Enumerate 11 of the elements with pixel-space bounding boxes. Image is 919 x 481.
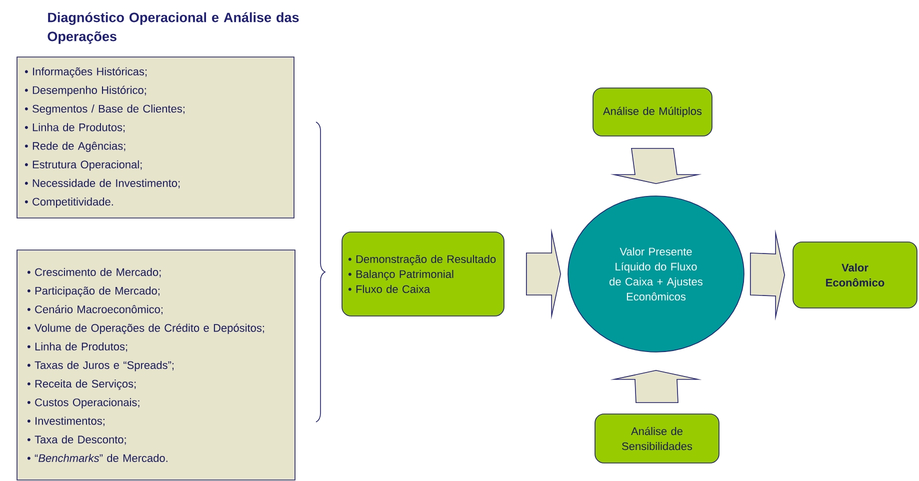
process-box: Análise de Sensibilidades [594, 414, 720, 464]
list-box: • Crescimento de Mercado; • Participação de Mercado; • Cenário Macroeconômico; • Volume de Operações de Crédito e Depósitos; • Linha de Produtos; • Taxas de Juros e “Spreads”; • Receita de Serviços; • Custos Operacionais; • Investimentos; • Taxa de Desconto; • “Benchmarks” de Mercado. [16, 250, 296, 480]
result-box: Valor Econômico [792, 242, 918, 308]
list-box: • Informações Históricas; • Desempenho Histórico; • Segmentos / Base de Clientes; • Linha de Produtos; • Rede de Agências; • Estrutura Operacional; • Necessidade de Investimento; • Competitividade. [16, 56, 294, 218]
block-arrow [610, 148, 702, 184]
process-box: Análise de Múltiplos [592, 88, 712, 136]
block-arrow [526, 228, 561, 320]
block-arrow [610, 370, 702, 403]
block-arrow [750, 229, 785, 321]
title-heading: Diagnóstico Operacional e Análise das Operações [48, 12, 299, 44]
process-box: • Demonstração de Resultado • Balanço Patrimonial • Fluxo de Caixa [342, 232, 504, 316]
